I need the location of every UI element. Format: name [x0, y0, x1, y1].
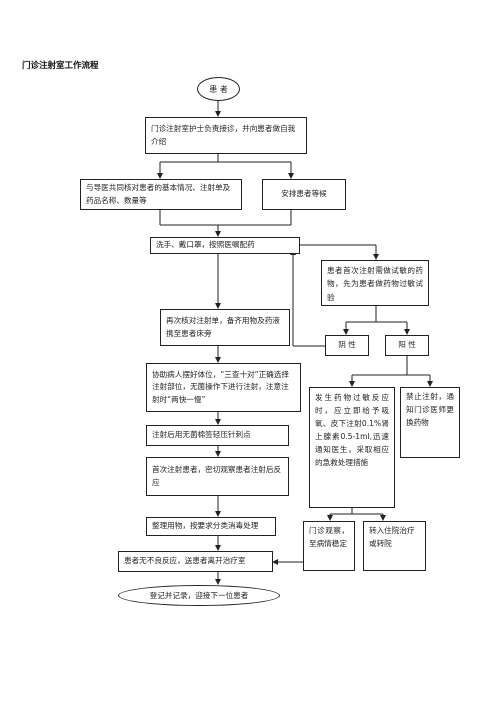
node-negative: 阴 性 — [325, 335, 369, 356]
node-register: 登记并记录，迎接下一位患者 — [118, 585, 280, 606]
node-positive: 阳 性 — [385, 335, 429, 356]
node-assist-position: 协助病人摆好体位，“三查十对”正确选择注射部位，无菌操作下进行注射，注意注射时“… — [146, 363, 301, 412]
node-observe: 首次注射患者，密切观察患者注射后反应 — [146, 457, 289, 496]
node-allergy-rescue: 发生药物过敏反应时，应立即给予吸氧、皮下注射0.1%肾上腺素0.5-1ml,迅速… — [309, 387, 395, 508]
node-tidy-up: 整理用物，按要求分类消毒处理 — [146, 517, 276, 536]
node-arrange-wait: 安排患者等候 — [262, 179, 346, 210]
node-patient: 患 者 — [197, 77, 240, 101]
page-title: 门诊注射室工作流程 — [22, 61, 99, 71]
node-verify-prescription: 与导医共同核对患者的基本情况、注射单及药品名称、数量等 — [80, 179, 242, 210]
node-skin-test: 患者首次注射需做试敏的药物，先为患者做药物过敏试验 — [321, 260, 429, 306]
node-recheck: 再次核对注射单，备齐用物及药液携至患者床旁 — [160, 309, 290, 346]
node-prepare-drug: 洗手、戴口罩，按照医嘱配药 — [150, 237, 300, 254]
node-stop-injection: 禁止注射，通知门诊医师更换药物 — [400, 387, 460, 458]
node-leave: 患者无不良反应，送患者离开治疗室 — [118, 551, 273, 572]
node-nurse-reception: 门诊注射室护士负责接诊，并向患者做自我介绍 — [145, 117, 307, 154]
node-clinic-observe: 门诊观察，至病情稳定 — [303, 521, 355, 571]
node-press-site: 注射后用无菌棉签轻压针刺点 — [146, 425, 289, 446]
node-hospitalize: 转入住院治疗或转院 — [363, 521, 426, 571]
